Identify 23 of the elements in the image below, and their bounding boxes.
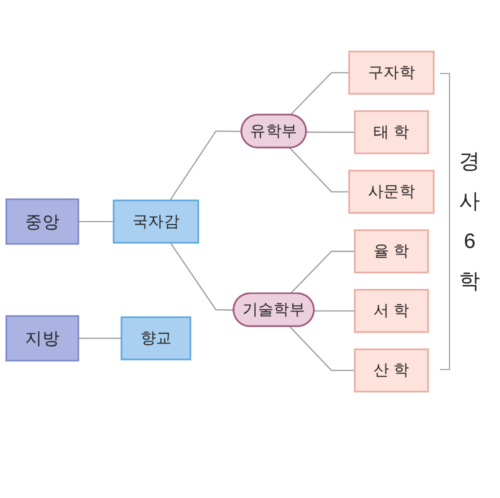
rounded-box: 기술학부 <box>232 292 315 327</box>
process-box: 향교 <box>120 316 192 360</box>
connector-line <box>169 130 242 201</box>
connector-line <box>314 310 355 312</box>
connector-line <box>290 72 350 116</box>
process-box: 서 학 <box>354 288 429 333</box>
connector-line <box>78 220 114 222</box>
process-box: 지방 <box>5 315 80 362</box>
connector-line <box>289 326 355 372</box>
process-box: 구자학 <box>348 50 435 95</box>
process-box: 태 학 <box>354 110 429 154</box>
process-box: 국자감 <box>112 200 200 244</box>
process-box: 율 학 <box>354 229 429 274</box>
bracket-label: 경사6학 <box>458 148 482 295</box>
process-box: 사문학 <box>348 170 435 214</box>
connector-line <box>289 148 350 192</box>
connector-line <box>290 250 355 294</box>
process-box: 중앙 <box>5 198 80 245</box>
connector-line <box>306 132 355 133</box>
connector-line <box>170 242 234 311</box>
connector-line <box>78 338 122 339</box>
process-box: 산 학 <box>354 348 429 392</box>
rounded-box: 유학부 <box>240 114 307 148</box>
